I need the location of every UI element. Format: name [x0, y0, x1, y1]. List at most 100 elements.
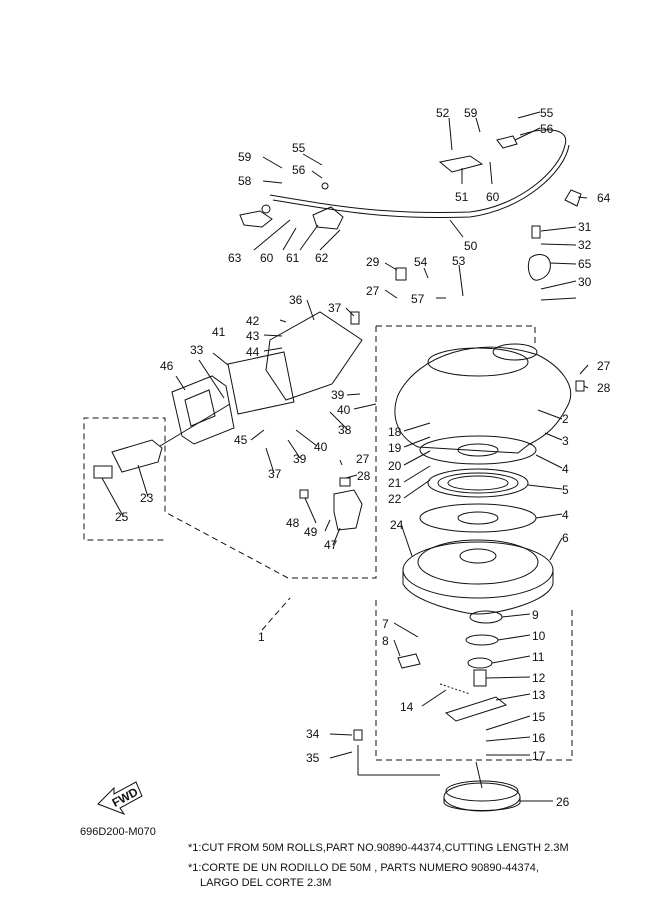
starter-housing-2	[394, 346, 572, 454]
plate-4a	[419, 435, 537, 465]
part-label: 37	[268, 467, 282, 481]
part-label: 15	[532, 710, 546, 724]
part-label: 4	[562, 462, 569, 476]
part-label: 18	[388, 425, 402, 439]
part-label: 37	[328, 301, 342, 315]
part-label: 3	[562, 434, 569, 448]
spring-5	[427, 468, 529, 498]
part-label: 63	[228, 251, 242, 265]
part-label: 54	[414, 255, 428, 269]
part-label: 65	[578, 257, 592, 271]
part-label: 59	[238, 150, 252, 164]
handle-46	[171, 375, 235, 445]
handle-inner	[184, 389, 216, 427]
part-label: 55	[540, 106, 554, 120]
bracket-63	[239, 210, 273, 228]
part-label: 6	[562, 531, 569, 545]
part-label: 45	[234, 433, 248, 447]
leader-lines	[101, 111, 589, 802]
lever-47	[333, 489, 363, 531]
part-label: 22	[388, 492, 402, 506]
part-label: 41	[212, 325, 226, 339]
spring-12	[473, 669, 487, 687]
part-label: 7	[382, 617, 389, 631]
part-label: 34	[306, 727, 320, 741]
part-label: 62	[315, 251, 329, 265]
part-label: 28	[597, 381, 611, 395]
part-label: 42	[246, 314, 260, 328]
part-label: 57	[411, 292, 425, 306]
part-label: 39	[293, 452, 307, 466]
part-label: 44	[246, 345, 260, 359]
part-label: 13	[532, 688, 546, 702]
fwd-arrow-icon: FWD	[97, 781, 143, 816]
part-label: 40	[314, 440, 328, 454]
part-labels: 1 2 3 4 5 4 6 7 8 9 10 11 12 13 14 15 16…	[115, 106, 611, 809]
bracket-65	[527, 254, 551, 281]
cable-50	[269, 129, 567, 214]
washer-11	[467, 657, 493, 669]
part-label: 24	[390, 518, 404, 532]
part-label: 4	[562, 508, 569, 522]
part-label: 30	[578, 275, 592, 289]
part-label: 17	[532, 749, 546, 763]
assembly-boundary	[83, 325, 536, 579]
grip-23	[111, 439, 163, 473]
part-label: 60	[260, 251, 274, 265]
part-label: 11	[532, 650, 545, 664]
leader-1	[261, 597, 291, 631]
bracket-41	[227, 351, 295, 415]
part-label: 5	[562, 483, 569, 497]
bush-9	[469, 610, 503, 624]
part-label: 47	[324, 538, 338, 552]
part-label: 19	[388, 441, 402, 455]
part-label: 59	[464, 106, 478, 120]
part-label: 56	[540, 122, 554, 136]
part-label: 39	[331, 388, 345, 402]
part-label: 64	[597, 191, 611, 205]
part-label: 53	[452, 254, 466, 268]
part-label: 40	[337, 403, 351, 417]
part-label: 43	[246, 329, 260, 343]
part-label: 2	[562, 412, 569, 426]
part-label: 12	[532, 671, 546, 685]
part-label: 27	[356, 452, 370, 466]
part-label: 23	[140, 491, 154, 505]
bracket-60	[438, 155, 484, 173]
clip-64	[564, 189, 582, 207]
cutting-note-spanish-line1: *1:CORTE DE UN RODILLO DE 50M , PARTS NU…	[188, 862, 539, 874]
part-label: 29	[366, 255, 380, 269]
part-label: 26	[556, 795, 570, 809]
part-label: 36	[289, 293, 303, 307]
cable-50b	[272, 144, 570, 219]
part-label: 50	[464, 239, 478, 253]
part-label: 48	[286, 516, 300, 530]
washer-10	[465, 634, 499, 646]
part-label: 49	[304, 525, 318, 539]
plate-4b	[419, 503, 537, 533]
part-label: 60	[486, 190, 500, 204]
bracket-56	[496, 135, 518, 149]
part-label: 21	[388, 476, 402, 490]
cutting-note-english: *1:CUT FROM 50M ROLLS,PART NO.90890-4437…	[188, 842, 569, 854]
part-label: 1	[258, 630, 265, 644]
part-label: 61	[286, 251, 300, 265]
part-label: 56	[292, 163, 306, 177]
part-label: 55	[292, 141, 306, 155]
part-label: 52	[436, 106, 450, 120]
part-label: 51	[455, 190, 469, 204]
part-label: 27	[366, 284, 380, 298]
part-label: 35	[306, 751, 320, 765]
pawl-8	[397, 653, 421, 669]
bracket-61	[312, 206, 344, 230]
part-label: 20	[388, 459, 402, 473]
part-label: 16	[532, 731, 546, 745]
part-label: 28	[357, 469, 371, 483]
spring-14	[439, 683, 471, 695]
part-label: 8	[382, 634, 389, 648]
part-label: 27	[597, 359, 611, 373]
part-label: 33	[190, 343, 204, 357]
part-label: 25	[115, 510, 129, 524]
part-label: 31	[578, 220, 592, 234]
